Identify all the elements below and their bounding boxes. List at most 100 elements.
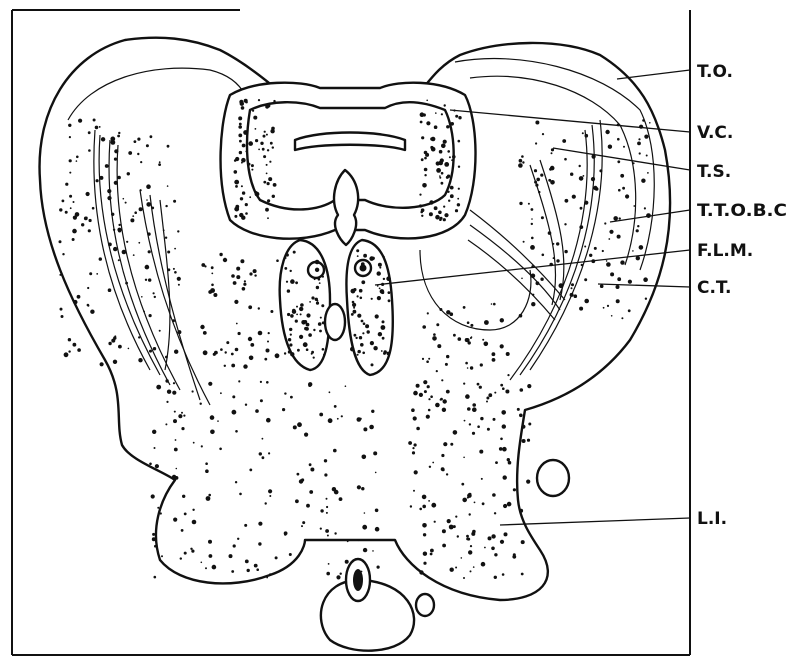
- stipple-dot: [480, 363, 483, 366]
- stipple-dot: [62, 253, 64, 255]
- stipple-dot: [167, 185, 169, 187]
- stipple-dot: [431, 503, 436, 508]
- stipple-dot: [441, 379, 443, 381]
- stipple-dot: [585, 134, 589, 138]
- stipple-dot: [427, 385, 430, 388]
- stipple-dot: [266, 418, 271, 423]
- stipple-dot: [442, 529, 446, 533]
- stipple-dot: [593, 186, 597, 190]
- stipple-dot: [323, 354, 325, 356]
- stipple-dot: [236, 275, 240, 279]
- stipple-dot: [284, 352, 286, 354]
- stipple-dot: [455, 567, 457, 569]
- stipple-dot: [267, 341, 269, 343]
- stipple-dot: [584, 299, 589, 304]
- stipple-dot: [107, 189, 111, 193]
- stipple-dot: [239, 493, 242, 496]
- stipple-dot: [443, 218, 446, 221]
- stipple-dot: [381, 325, 386, 330]
- stipple-dot: [639, 245, 644, 250]
- stipple-dot: [542, 133, 544, 135]
- stipple-dot: [235, 185, 238, 188]
- stipple-dot: [608, 145, 612, 149]
- stipple-dot: [100, 362, 104, 366]
- leader-to: [617, 70, 690, 79]
- stipple-dot: [359, 289, 363, 293]
- stipple-dot: [251, 164, 254, 167]
- stipple-dot: [192, 390, 194, 392]
- stipple-dot: [440, 398, 443, 401]
- stipple-dot: [173, 419, 177, 423]
- stipple-dot: [290, 314, 294, 318]
- stipple-dot: [599, 169, 602, 172]
- stipple-dot: [419, 204, 422, 207]
- stipple-dot: [285, 257, 287, 259]
- stipple-dot: [318, 278, 321, 281]
- stipple-dot: [520, 388, 524, 392]
- stipple-dot: [262, 456, 265, 459]
- stipple-dot: [236, 267, 240, 271]
- stipple-dot: [259, 452, 262, 455]
- stipple-dot: [450, 194, 454, 198]
- stipple-dot: [313, 329, 315, 331]
- stipple-dot: [369, 425, 374, 430]
- stipple-dot: [108, 288, 112, 292]
- stipple-dot: [491, 547, 495, 551]
- stipple-dot: [542, 254, 545, 257]
- stipple-dot: [165, 205, 167, 207]
- stipple-dot: [209, 554, 213, 558]
- stipple-dot: [446, 176, 449, 179]
- stipple-dot: [579, 307, 583, 311]
- stipple-dot: [200, 325, 204, 329]
- stipple-dot: [287, 313, 290, 316]
- stipple-dot: [177, 230, 179, 232]
- label-ttobc: T.T.O.B.C: [697, 201, 787, 221]
- stipple-dot: [637, 225, 639, 227]
- stipple-dot: [363, 427, 367, 431]
- stipple-dot: [245, 203, 248, 206]
- stipple-dot: [295, 499, 299, 503]
- stipple-dot: [370, 341, 374, 345]
- stipple-dot: [300, 303, 304, 307]
- stipple-dot: [295, 281, 298, 284]
- stipple-dot: [95, 126, 99, 130]
- stipple-dot: [174, 411, 176, 413]
- stipple-dot: [211, 266, 214, 269]
- stipple-dot: [321, 304, 324, 307]
- stipple-dot: [231, 364, 235, 368]
- stipple-dot: [422, 505, 426, 509]
- stipple-dot: [242, 144, 246, 148]
- stipple-dot: [645, 298, 647, 300]
- stipple-dot: [118, 345, 122, 349]
- stipple-dot: [522, 439, 526, 443]
- stipple-dot: [244, 524, 247, 527]
- stipple-dot: [295, 320, 298, 323]
- stipple-dot: [422, 523, 427, 528]
- stipple-dot: [289, 328, 292, 331]
- stipple-dot: [143, 311, 145, 313]
- stipple-dot: [184, 552, 187, 555]
- stipple-dot: [259, 105, 261, 107]
- stipple-dot: [442, 544, 446, 548]
- stipple-dot: [350, 347, 355, 352]
- stipple-dot: [437, 344, 441, 348]
- stipple-dot: [484, 320, 489, 325]
- stipple-dot: [644, 135, 648, 139]
- stipple-dot: [617, 160, 620, 163]
- stipple-dot: [308, 333, 312, 337]
- stipple-dot: [436, 168, 441, 173]
- stipple-dot: [299, 479, 303, 483]
- stipple-dot: [358, 350, 361, 353]
- stipple-dot: [234, 300, 238, 304]
- stipple-dot: [491, 303, 493, 305]
- stipple-dot: [155, 464, 159, 468]
- stipple-dot: [239, 123, 242, 126]
- stipple-dot: [382, 320, 385, 323]
- stipple-dot: [325, 529, 329, 533]
- stipple-dot: [165, 356, 168, 359]
- midline-canal: [334, 170, 358, 245]
- stipple-dot: [99, 176, 103, 180]
- stipple-dot: [177, 277, 181, 281]
- stipple-dot: [326, 512, 328, 514]
- stipple-dot: [141, 296, 143, 298]
